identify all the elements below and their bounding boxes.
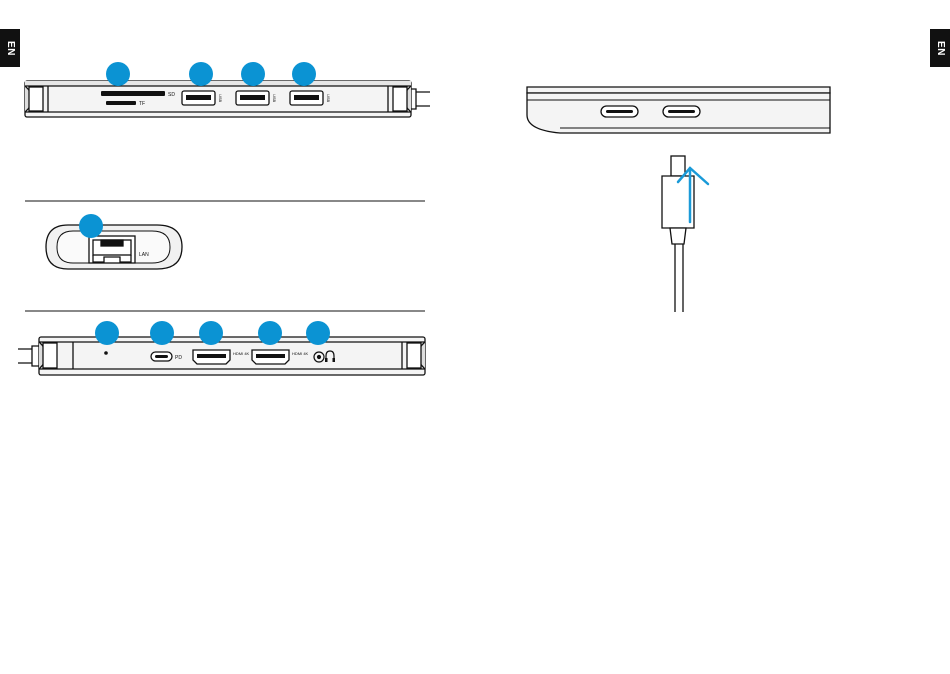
callout-circle <box>258 321 282 345</box>
callout-circle <box>306 321 330 345</box>
tf-label: TF <box>139 101 145 107</box>
usb-a-port-3 <box>290 91 323 105</box>
led-dot-icon <box>104 351 108 355</box>
laptop-usb-c-port-2 <box>663 106 700 117</box>
usb-label-2: USB <box>272 94 277 103</box>
usb-label-3: USB <box>326 94 331 103</box>
usb-label-1: USB <box>218 94 223 103</box>
sd-label: SD <box>168 92 175 98</box>
usb-a-port-1 <box>182 91 215 105</box>
pd-label: PD <box>175 355 182 361</box>
laptop-usb-c-port-1 <box>601 106 638 117</box>
lan-label: LAN <box>139 252 149 258</box>
callout-circle <box>150 321 174 345</box>
callout-circle <box>189 62 213 86</box>
usb-a-port-2 <box>236 91 269 105</box>
hdmi-port-icon-2 <box>252 350 289 364</box>
usb-c-port-icon <box>151 352 172 361</box>
callout-circle <box>95 321 119 345</box>
callout-circle <box>199 321 223 345</box>
hub-top <box>25 81 430 117</box>
callout-circle <box>292 62 316 86</box>
hdmi-label-2: HDMI 4K <box>292 351 309 356</box>
hdmi-label-1: HDMI 4K <box>233 351 250 356</box>
callout-circle <box>106 62 130 86</box>
ethernet-port-icon <box>89 236 135 263</box>
callout-circle <box>241 62 265 86</box>
hdmi-port-icon-1 <box>193 350 230 364</box>
callout-circle <box>79 214 103 238</box>
